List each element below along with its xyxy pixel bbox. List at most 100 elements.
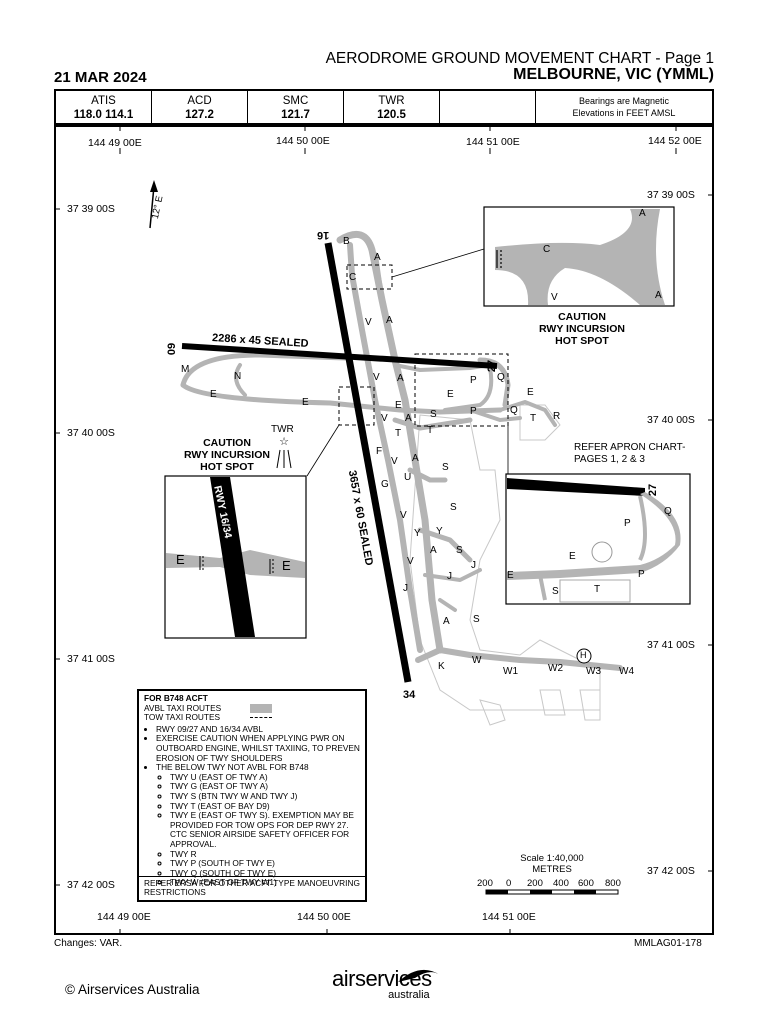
freq-acd: ACD 127.2 xyxy=(152,91,248,123)
inset-right-e-label: E xyxy=(569,551,576,562)
twy-a-label: A xyxy=(374,252,381,263)
inset-right-p2-label: P xyxy=(638,569,645,580)
inset-leader-lines xyxy=(306,248,509,477)
twy-p-label: P xyxy=(470,375,477,386)
legend-sub-item: TWY Q (SOUTH OF TWY E) xyxy=(170,868,360,879)
legend-sub-item: TWY T (EAST OF BAY D9) xyxy=(170,801,360,812)
twy-g-label: G xyxy=(381,479,389,490)
inset-right-q-label: Q xyxy=(664,506,672,517)
twy-a-label: A xyxy=(430,545,437,556)
twy-v-label: V xyxy=(391,456,398,467)
inset-top-a2-label: A xyxy=(655,290,662,301)
freq-name: ACD xyxy=(187,95,212,107)
caution-line: HOT SPOT xyxy=(200,461,254,473)
inset-right-rwy-end: 27 xyxy=(647,483,660,497)
scale-tick: 800 xyxy=(605,878,621,889)
twy-u-label: U xyxy=(404,472,412,483)
twy-y-label: Y xyxy=(436,526,443,537)
legend-bullets: RWY 09/27 AND 16/34 AVBL EXERCISE CAUTIO… xyxy=(144,724,360,888)
aerodrome-name: MELBOURNE, VIC (YMML) xyxy=(513,66,714,83)
legend-avbl-label: AVBL TAXI ROUTES xyxy=(144,702,222,713)
twy-v-label: V xyxy=(373,372,380,383)
rwy-34-end: 34 xyxy=(403,689,416,701)
bearing-note-line1: Bearings are Magnetic xyxy=(578,96,670,106)
hotspot-caution-left: CAUTION RWY INCURSION HOT SPOT xyxy=(167,437,287,473)
twy-b-label: B xyxy=(343,236,350,247)
legend-tow-label: TOW TAXI ROUTES xyxy=(144,712,221,723)
inset-right-e2-label: E xyxy=(507,570,514,581)
coord-top-2: 144 50 00E xyxy=(276,135,330,147)
coord-left-4: 37 42 00S xyxy=(67,879,115,891)
inset-left xyxy=(164,475,307,639)
twy-s-label: S xyxy=(430,409,437,420)
coord-bottom-1: 144 49 00E xyxy=(97,911,151,923)
inset-top-v-label: V xyxy=(551,292,558,303)
legend-bullet: EXERCISE CAUTION WHEN APPLYING PWR ON OU… xyxy=(156,734,360,763)
twy-t-label: T xyxy=(530,413,537,424)
apron-ref-line2: PAGES 1, 2 & 3 xyxy=(574,454,645,465)
logo-subtext: australia xyxy=(388,989,430,1001)
legend-bullet: THE BELOW TWY NOT AVBL FOR B748 TWY U (E… xyxy=(156,762,360,888)
changes-note: Changes: VAR. xyxy=(54,938,123,949)
north-arrow-icon xyxy=(149,180,158,229)
caution-line: CAUTION xyxy=(558,311,606,323)
inset-right-p-label: P xyxy=(624,518,631,529)
twy-s-label: S xyxy=(442,462,449,473)
twy-s-label: S xyxy=(450,502,457,513)
coord-bottom-3: 144 51 00E xyxy=(482,911,536,923)
twy-e-label: E xyxy=(302,397,309,408)
twy-q-label: Q xyxy=(497,372,505,383)
legend-avbl-row: AVBL TAXI ROUTES xyxy=(144,702,272,714)
bearing-note-line2: Elevations in FEET AMSL xyxy=(572,108,676,118)
avbl-route-swatch xyxy=(250,703,272,713)
rwy-09-end: 09 xyxy=(166,342,179,356)
caution-line: HOT SPOT xyxy=(555,335,609,347)
twy-k-label: K xyxy=(438,661,445,672)
inset-right-t-label: T xyxy=(594,584,601,595)
legend-sub-item: TWY R xyxy=(170,849,360,860)
twy-v-label: V xyxy=(365,317,372,328)
twy-a-label: A xyxy=(386,315,393,326)
legend-sublist: TWY U (EAST OF TWY A) TWY G (EAST OF TWY… xyxy=(156,772,360,888)
twy-w3-label: W3 xyxy=(586,666,601,677)
frequency-table: ATIS 118.0 114.1 ACD 127.2 SMC 121.7 TWR… xyxy=(54,89,714,125)
runway-16-34 xyxy=(324,242,412,683)
b748-legend: FOR B748 ACFT AVBL TAXI ROUTES TOW TAXI … xyxy=(137,689,367,902)
inset-left-e2-label: E xyxy=(282,558,291,573)
legend-tow-row: TOW TAXI ROUTES xyxy=(144,713,272,723)
twy-e-label: E xyxy=(527,387,534,398)
inset-right xyxy=(505,473,691,605)
inset-top xyxy=(483,206,675,307)
rwy-27-end: 27 xyxy=(486,359,499,373)
twy-a-label: A xyxy=(397,373,404,384)
scale-bar xyxy=(485,889,619,895)
legend-sub-item: TWY G (EAST OF TWY A) xyxy=(170,782,360,792)
freq-name: TWR xyxy=(378,95,405,107)
scale-tick: 200 xyxy=(527,878,543,889)
legend-sub-item: TWY U (EAST OF TWY A) xyxy=(170,772,360,783)
twy-q-label: Q xyxy=(510,405,518,416)
taxiway-network xyxy=(180,230,623,671)
scale-tick: 400 xyxy=(553,878,569,889)
coord-right-1: 37 39 00S xyxy=(647,189,695,201)
twy-a-label: A xyxy=(405,413,412,424)
freq-name: SMC xyxy=(282,95,309,107)
twy-w-label: W xyxy=(472,655,482,666)
scale-unit: METRES xyxy=(532,864,572,875)
twy-e-label: E xyxy=(210,389,217,400)
tower-icon: ☆ xyxy=(276,435,292,469)
twy-c-label: C xyxy=(349,272,357,283)
helipad-icon xyxy=(576,648,592,664)
map-frame xyxy=(54,125,714,935)
airservices-logo-icon xyxy=(398,969,440,982)
document-id: MMLAG01-178 xyxy=(634,938,702,949)
legend-sub-item: TWY S (BTN TWY W AND TWY J) xyxy=(170,791,360,802)
scale-block: Scale 1:40,000 METRES xyxy=(472,853,632,875)
apron-outlines xyxy=(409,404,601,726)
runway-09-27 xyxy=(181,343,498,369)
twy-n-label: N xyxy=(234,371,242,382)
scale-tick: 600 xyxy=(578,878,594,889)
rwy-16-end: 16 xyxy=(317,229,330,241)
twy-j-label: J xyxy=(471,560,476,571)
